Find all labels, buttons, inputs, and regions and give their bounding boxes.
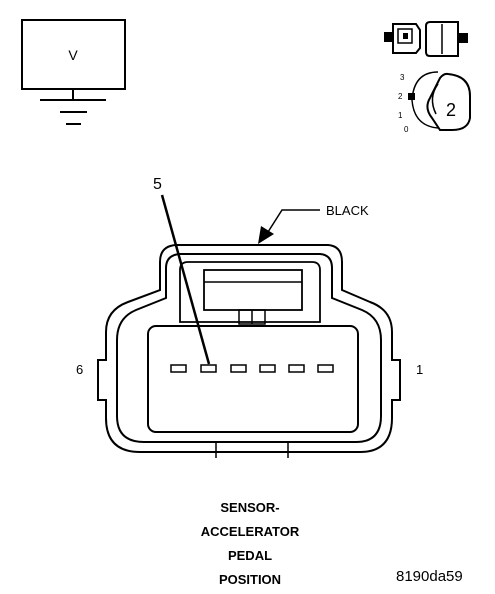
pin-6-label: 6 [76,362,83,377]
caption-line: SENSOR- [220,500,280,515]
key-position-2: 2 [398,92,403,101]
connector-housing [97,244,401,458]
pin-2-terminal [288,364,305,373]
caption-line: PEDAL [227,548,273,563]
pin-5-leader-line [160,194,211,365]
disconnect-connector-icon [384,21,468,57]
key-position-selected: 2 [446,100,456,120]
key-position-1: 1 [398,111,403,120]
pin-1-terminal [317,364,334,373]
pin-3-terminal [259,364,276,373]
ignition-key-icon: 3 2 1 0 2 [398,71,471,134]
voltmeter-label: V [68,47,78,63]
pin-row [170,364,334,373]
pin-5-terminal [200,364,217,373]
color-callout-leader [258,209,320,244]
key-position-3: 3 [400,73,405,82]
pin-1-label: 1 [416,362,423,377]
pin-5-callout-label: 5 [153,176,162,193]
voltmeter-icon: V [21,19,126,125]
caption-line: POSITION [218,572,282,587]
pin-4-terminal [230,364,247,373]
caption-line: ACCELERATOR [200,524,300,539]
component-caption: SENSOR- ACCELERATOR PEDAL POSITION [150,496,350,592]
pin-6-terminal [170,364,187,373]
figure-id: 8190da59 [396,568,463,585]
connector-color-label: BLACK [326,203,369,218]
key-position-0: 0 [404,125,409,134]
